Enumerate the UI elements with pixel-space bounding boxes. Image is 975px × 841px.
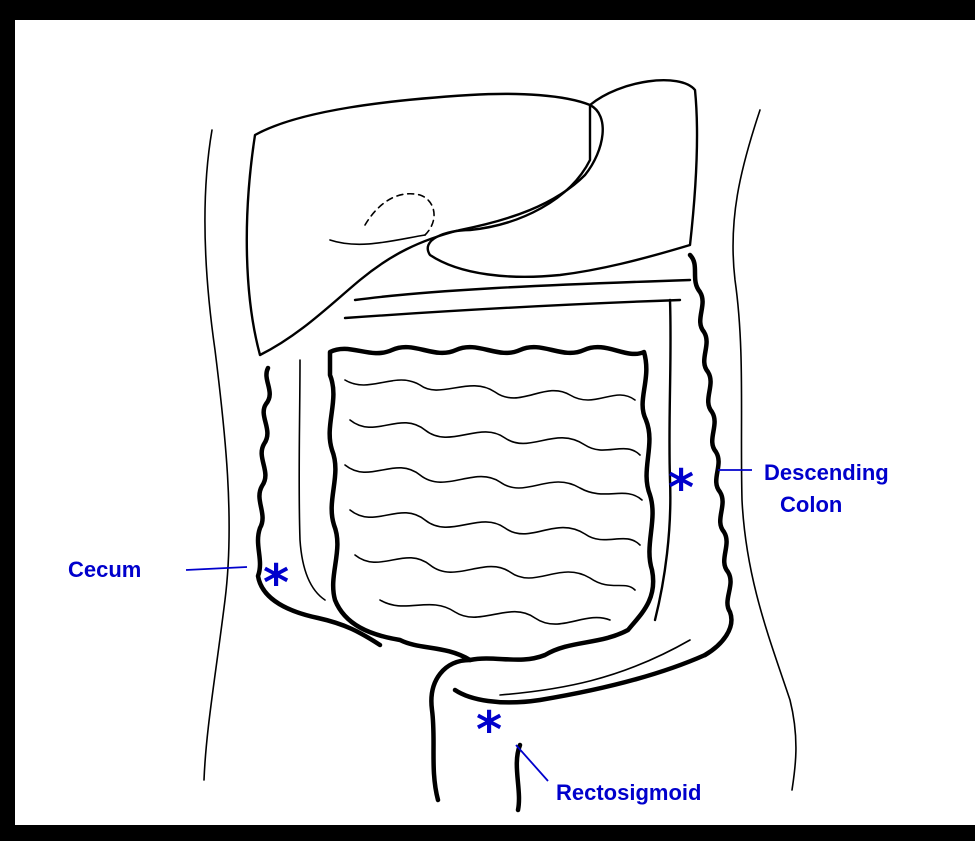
descending-colon-outer <box>690 255 731 655</box>
liver-outline <box>247 94 603 355</box>
small-intestine-loops <box>345 380 642 624</box>
rectosigmoid-leader-line <box>516 745 548 781</box>
rectosigmoid-annotation: * Rectosigmoid <box>476 701 701 805</box>
cecum-leader-line <box>186 567 247 570</box>
stomach-outline <box>428 80 697 277</box>
ascending-colon-inner <box>299 360 325 600</box>
drawing-canvas: * Descending Colon Cecum * * Rectosigmoi… <box>15 20 975 825</box>
descending-colon-label-line2: Colon <box>780 492 842 517</box>
cecum-label: Cecum <box>68 557 141 582</box>
gallbladder-outline <box>365 194 434 235</box>
descending-colon-marker: * <box>668 459 694 517</box>
rectosigmoid-marker: * <box>476 701 502 759</box>
torso-left-outline <box>204 130 229 780</box>
descending-colon-label-line1: Descending <box>764 460 889 485</box>
cecum-annotation: Cecum * <box>68 554 289 612</box>
cecum-marker: * <box>263 554 289 612</box>
rectosigmoid-label: Rectosigmoid <box>556 780 701 805</box>
small-intestine-boundary <box>330 347 654 660</box>
torso-right-outline <box>733 110 796 790</box>
liver-lobe-line <box>330 235 425 244</box>
descending-colon-annotation: * Descending Colon <box>668 459 889 517</box>
sigmoid-colon-inner <box>500 640 690 695</box>
transverse-colon <box>345 280 690 318</box>
colon-illustration: * Descending Colon Cecum * * Rectosigmoi… <box>15 20 975 825</box>
